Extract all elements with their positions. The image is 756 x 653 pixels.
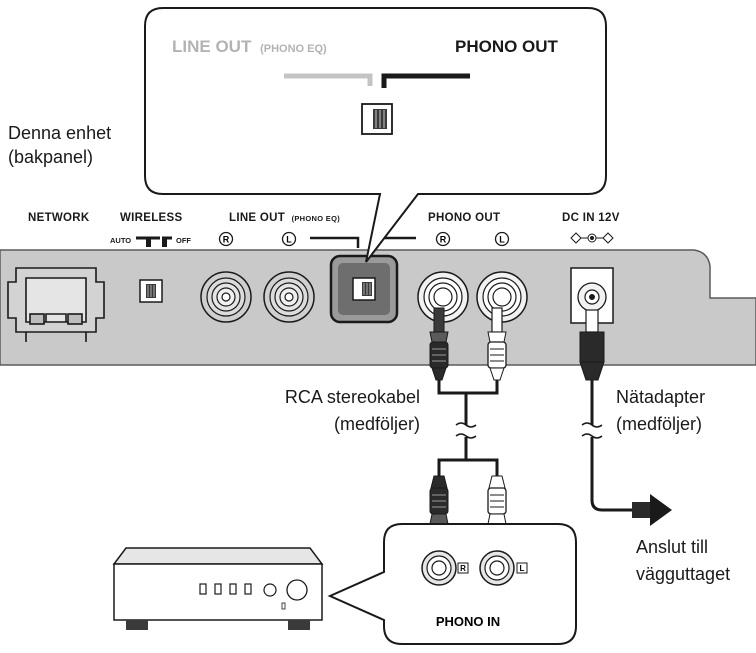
- off-label: OFF: [176, 236, 191, 245]
- phono-in-r-mark: R: [460, 564, 466, 573]
- phono-out-r-marker-icon: R: [435, 231, 451, 247]
- outlet-label-line1: Anslut till: [636, 537, 708, 557]
- phono-in-l-mark: L: [520, 564, 525, 573]
- callout-switch-icon: [361, 103, 393, 135]
- phono-eq-panel-text: (PHONO EQ): [292, 214, 341, 223]
- rca-plug-r-upper-icon: [429, 307, 449, 381]
- outlet-label-line2: vägguttaget: [636, 564, 730, 584]
- line-out-panel-text: LINE OUT: [229, 212, 285, 224]
- rca-cable: [437, 380, 499, 476]
- phono-out-l-mark: L: [499, 235, 505, 245]
- phono-out-r-jack-icon: [417, 271, 469, 323]
- phono-in-label: PHONO IN: [436, 614, 500, 629]
- auto-label: AUTO: [110, 236, 131, 245]
- callout-phono-out-label: PHONO OUT: [455, 37, 559, 56]
- wireless-position-marker: [136, 236, 172, 247]
- unit-label-line1: Denna enhet: [8, 123, 111, 143]
- wireless-label: WIRELESS: [120, 212, 182, 224]
- cable-break-icon: [455, 422, 477, 439]
- phono-in-l-marker-icon: L: [516, 562, 528, 574]
- rj45-port-icon: [7, 267, 105, 342]
- phono-out-panel-label: PHONO OUT: [428, 212, 500, 224]
- line-out-l-jack-icon: [263, 271, 315, 323]
- dc-in-label: DC IN 12V: [562, 212, 620, 224]
- unit-label-line2: (bakpanel): [8, 147, 93, 167]
- line-out-l-mark: L: [286, 235, 292, 245]
- callout-line-out-text: LINE OUT: [172, 37, 252, 56]
- phono-in-r-jack-icon: [421, 550, 457, 586]
- polarity-icon: [570, 232, 614, 244]
- dc-plug-icon: [579, 309, 605, 381]
- phono-out-r-mark: R: [440, 235, 447, 245]
- line-out-r-jack-icon: [200, 271, 252, 323]
- line-out-r-mark: R: [223, 235, 230, 245]
- eq-position-marker: [310, 236, 416, 248]
- line-out-r-marker-icon: R: [218, 231, 234, 247]
- adapter-label-line2: (medföljer): [616, 414, 702, 434]
- arrow-right-icon: [632, 494, 672, 526]
- adapter-label-line1: Nätadapter: [616, 387, 705, 407]
- cable-label-line1: RCA stereokabel: [285, 387, 420, 407]
- phono-out-l-jack-icon: [476, 271, 528, 323]
- phono-in-r-marker-icon: R: [457, 562, 469, 574]
- line-out-l-marker-icon: L: [281, 231, 297, 247]
- amp-callout: R L PHONO IN: [327, 523, 577, 645]
- rca-plug-l-upper-icon: [487, 307, 507, 381]
- phono-in-l-jack-icon: [479, 550, 515, 586]
- phono-eq-switch-icon: [329, 254, 399, 324]
- network-label: NETWORK: [28, 212, 90, 224]
- switch-callout: LINE OUT (PHONO EQ) PHONO OUT: [144, 7, 607, 263]
- amplifier-icon: [112, 547, 324, 630]
- adapter-cable-break-icon: [581, 422, 603, 439]
- callout-phono-eq-text: (PHONO EQ): [260, 43, 327, 55]
- cable-label-line2: (medföljer): [334, 414, 420, 434]
- line-out-panel-label: LINE OUT (PHONO EQ): [229, 212, 340, 224]
- wireless-switch-icon: [139, 279, 163, 303]
- phono-out-l-marker-icon: L: [494, 231, 510, 247]
- adapter-cable: [590, 380, 632, 512]
- callout-line-out-label: LINE OUT (PHONO EQ): [172, 37, 327, 56]
